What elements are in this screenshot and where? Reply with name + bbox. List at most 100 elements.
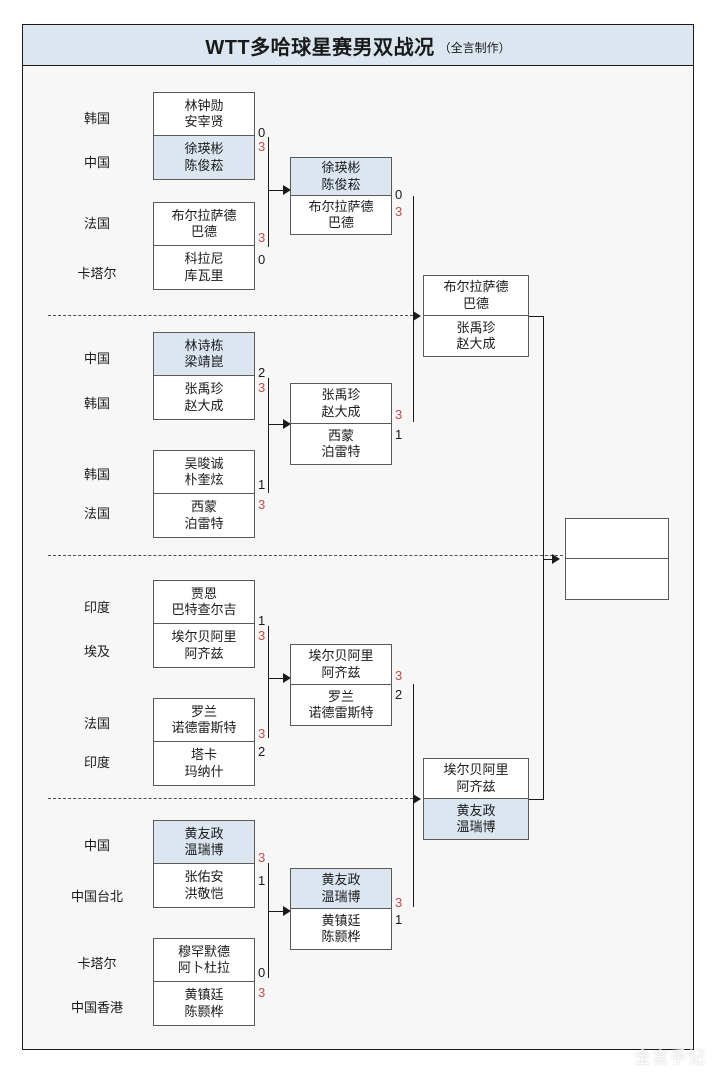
player-name: 玛纳什 — [184, 763, 224, 779]
score-value: 3 — [395, 668, 403, 683]
player-name: 埃尔贝阿里 — [171, 629, 237, 645]
bracket-connector — [268, 424, 288, 425]
score-value: 3 — [258, 230, 266, 245]
match-box[interactable]: 徐瑛彬 陈俊菘 布尔拉萨德 巴德 — [290, 157, 392, 235]
bracket-arrow — [283, 906, 291, 916]
watermark-text: 全言手记 — [634, 1048, 706, 1067]
player-name: 西蒙 — [190, 499, 217, 515]
match-slot[interactable]: 西蒙 泊雷特 — [154, 494, 254, 537]
match-slot[interactable]: 黄友政 温瑞博 — [424, 799, 528, 839]
section-divider-2 — [48, 555, 568, 556]
match-slot[interactable]: 罗兰 诺德雷斯特 — [154, 699, 254, 742]
match-box[interactable]: 埃尔贝阿里 阿齐兹 罗兰 诺德雷斯特 — [290, 644, 392, 726]
player-name: 朴奎炫 — [184, 472, 224, 487]
title-sub-text: （全言制作） — [438, 40, 511, 55]
player-name: 陈颢桦 — [321, 929, 361, 944]
score-value: 2 — [258, 744, 266, 759]
match-slot[interactable]: 布尔拉萨德 巴德 — [154, 203, 254, 246]
match-slot[interactable]: 西蒙 泊雷特 — [291, 424, 391, 464]
bracket-arrow — [413, 794, 421, 804]
match-box[interactable]: 张禹珍 赵大成 西蒙 泊雷特 — [290, 383, 392, 465]
title-main-text: WTT多哈球星赛男双战况 — [205, 36, 435, 59]
match-slot[interactable]: 林钟勋 安宰贤 — [154, 93, 254, 136]
match-slot[interactable]: 埃尔贝阿里 阿齐兹 — [291, 645, 391, 685]
match-slot[interactable]: 穆罕默德 阿卜杜拉 — [154, 939, 254, 982]
match-slot[interactable]: 塔卡 玛纳什 — [154, 742, 254, 785]
player-name: 巴德 — [327, 215, 354, 230]
player-name: 张禹珍 — [321, 387, 361, 403]
match-slot[interactable]: 徐瑛彬 陈俊菘 — [291, 158, 391, 196]
country-label: 卡塔尔 — [77, 956, 117, 971]
bracket-connector — [543, 559, 544, 800]
match-slot[interactable]: 埃尔贝阿里 阿齐兹 — [154, 624, 254, 667]
player-name: 阿齐兹 — [184, 645, 224, 661]
player-name: 科拉尼 — [184, 251, 224, 267]
final-match-box[interactable] — [565, 518, 669, 600]
score-value: 0 — [258, 965, 266, 980]
match-slot[interactable]: 黄友政 温瑞博 — [154, 821, 254, 864]
player-name: 张禹珍 — [184, 381, 224, 397]
player-name: 安宰贤 — [184, 114, 224, 129]
score-value: 3 — [258, 726, 266, 741]
player-name: 埃尔贝阿里 — [443, 762, 509, 778]
match-box[interactable]: 林钟勋 安宰贤 徐瑛彬 陈俊菘 — [153, 92, 255, 180]
match-slot[interactable]: 罗兰 诺德雷斯特 — [291, 685, 391, 725]
country-label: 韩国 — [83, 396, 110, 411]
match-slot[interactable]: 黄镇廷 陈颢桦 — [154, 982, 254, 1025]
player-name: 阿齐兹 — [456, 778, 496, 794]
country-label: 中国 — [83, 838, 110, 853]
match-box[interactable]: 埃尔贝阿里 阿齐兹 黄友政 温瑞博 — [423, 758, 529, 840]
match-slot[interactable]: 科拉尼 库瓦里 — [154, 246, 254, 289]
player-name: 黄镇廷 — [321, 912, 361, 928]
player-name: 林钟勋 — [184, 97, 224, 113]
match-slot[interactable]: 布尔拉萨德 巴德 — [291, 196, 391, 234]
match-box[interactable]: 林诗栋 梁靖崑 张禹珍 赵大成 — [153, 332, 255, 420]
player-name: 徐瑛彬 — [321, 160, 361, 176]
player-name: 吴晙诚 — [184, 455, 224, 471]
bracket-arrow — [283, 185, 291, 195]
player-name: 布尔拉萨德 — [171, 207, 237, 223]
section-divider-3 — [48, 798, 413, 799]
match-slot[interactable] — [566, 559, 668, 599]
player-name: 阿卜杜拉 — [177, 960, 230, 975]
match-slot[interactable]: 张禹珍 赵大成 — [291, 384, 391, 424]
match-slot[interactable]: 吴晙诚 朴奎炫 — [154, 451, 254, 494]
match-box[interactable]: 黄友政 温瑞博 黄镇廷 陈颢桦 — [290, 868, 392, 950]
match-slot[interactable]: 张禹珍 赵大成 — [424, 316, 528, 356]
match-slot[interactable]: 埃尔贝阿里 阿齐兹 — [424, 759, 528, 799]
player-name: 罗兰 — [190, 703, 217, 719]
match-slot[interactable] — [566, 519, 668, 559]
match-slot[interactable]: 林诗栋 梁靖崑 — [154, 333, 254, 376]
player-name: 泊雷特 — [321, 444, 361, 459]
match-slot[interactable]: 黄镇廷 陈颢桦 — [291, 909, 391, 949]
bracket-connector — [413, 799, 414, 907]
match-box[interactable]: 穆罕默德 阿卜杜拉 黄镇廷 陈颢桦 — [153, 938, 255, 1026]
bracket-connector — [413, 316, 414, 422]
match-box[interactable]: 罗兰 诺德雷斯特 塔卡 玛纳什 — [153, 698, 255, 786]
match-box[interactable]: 贾恩 巴特查尔吉 埃尔贝阿里 阿齐兹 — [153, 580, 255, 668]
match-slot[interactable]: 贾恩 巴特查尔吉 — [154, 581, 254, 624]
player-name: 黄镇廷 — [184, 987, 224, 1003]
bracket-connector — [268, 911, 288, 912]
player-name: 赵大成 — [456, 336, 496, 351]
match-box[interactable]: 黄友政 温瑞博 张佑安 洪敬恺 — [153, 820, 255, 908]
bracket-arrow — [283, 673, 291, 683]
match-box[interactable]: 布尔拉萨德 巴德 张禹珍 赵大成 — [423, 275, 529, 357]
country-label: 法国 — [83, 506, 110, 521]
player-name: 陈俊菘 — [321, 176, 361, 192]
match-slot[interactable]: 徐瑛彬 陈俊菘 — [154, 136, 254, 179]
bracket-connector — [268, 863, 269, 923]
match-slot[interactable]: 黄友政 温瑞博 — [291, 869, 391, 909]
player-name: 贾恩 — [190, 585, 217, 601]
bracket-arrow — [552, 554, 560, 564]
match-slot[interactable]: 张佑安 洪敬恺 — [154, 864, 254, 907]
country-label: 法国 — [83, 716, 110, 731]
match-box[interactable]: 吴晙诚 朴奎炫 西蒙 泊雷特 — [153, 450, 255, 538]
match-box[interactable]: 布尔拉萨德 巴德 科拉尼 库瓦里 — [153, 202, 255, 290]
match-slot[interactable]: 张禹珍 赵大成 — [154, 376, 254, 419]
bracket-connector — [268, 923, 269, 978]
player-name: 布尔拉萨德 — [443, 279, 509, 295]
score-value: 3 — [395, 204, 403, 219]
match-slot[interactable]: 布尔拉萨德 巴德 — [424, 276, 528, 316]
